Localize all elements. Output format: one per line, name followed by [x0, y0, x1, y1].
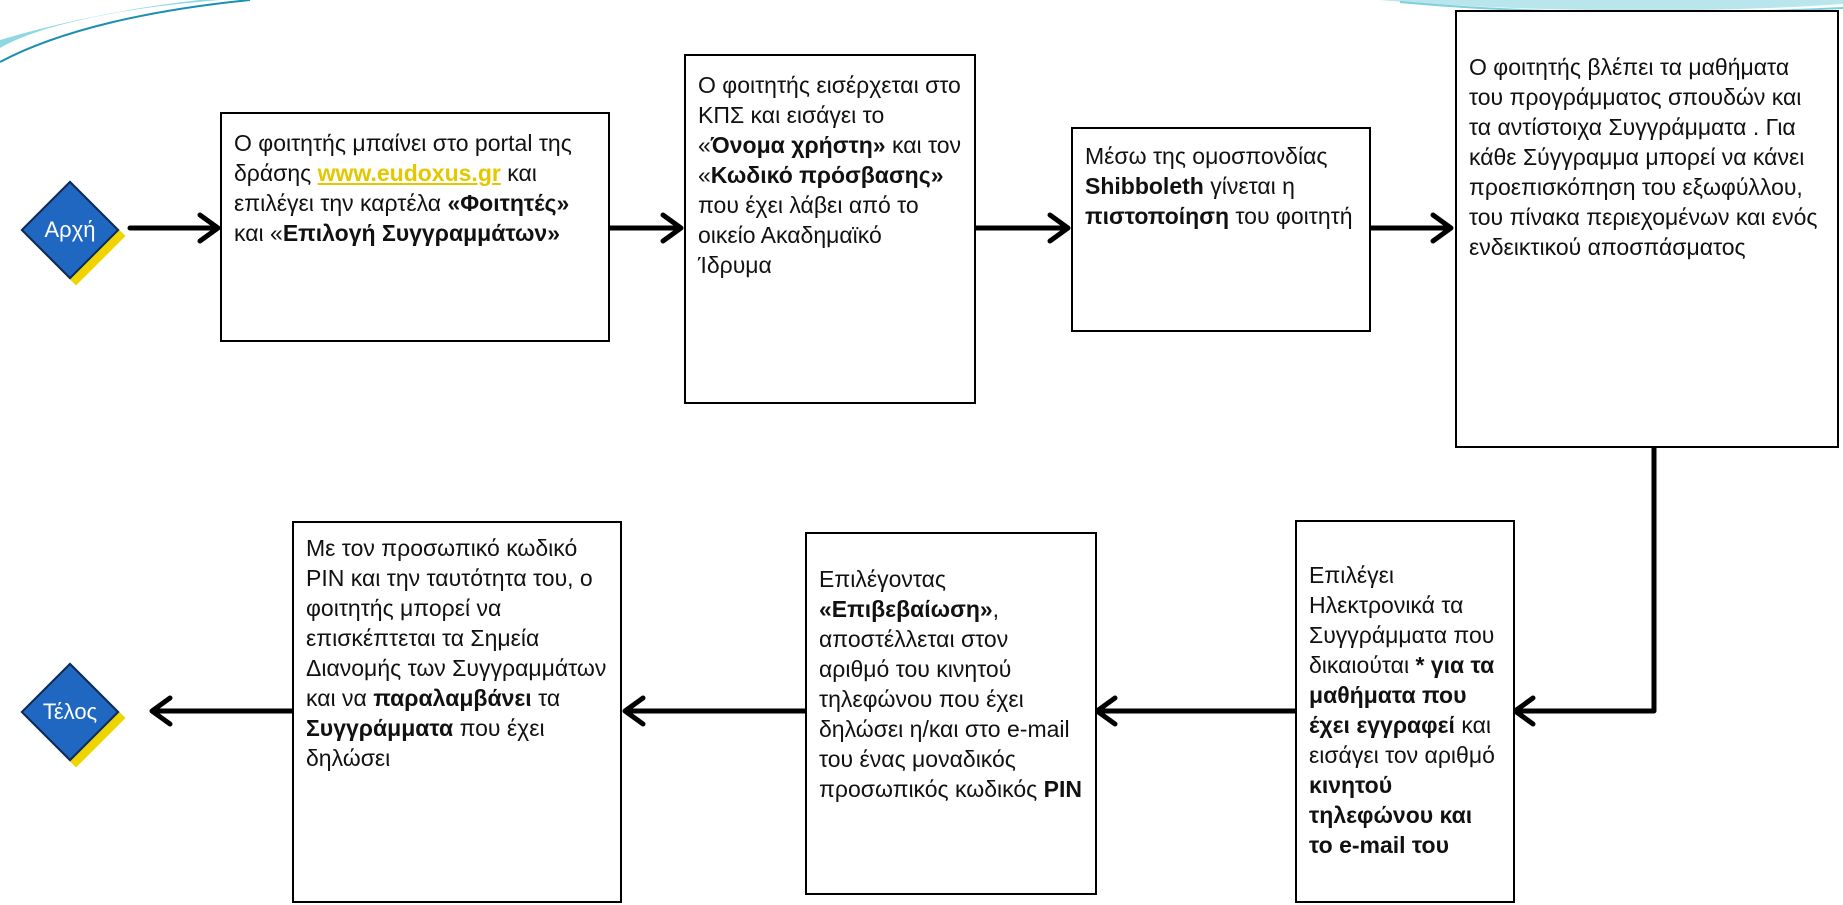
step-7-box: Με τον προσωπικό κωδικό PIN και την ταυτ…: [292, 521, 622, 903]
step-5-text: Επιλέγει Ηλεκτρονικά τα Συγγράμματα που …: [1309, 562, 1495, 858]
step-4-text: Ο φοιτητής βλέπει τα μαθήματα του προγρά…: [1469, 54, 1818, 260]
eudoxus-link[interactable]: www.eudoxus.gr: [317, 160, 501, 186]
step-2-box: Ο φοιτητής εισέρχεται στο ΚΠΣ και εισάγε…: [684, 54, 976, 404]
arrowhead: [1430, 212, 1454, 244]
step-3-box: Μέσω της ομοσπονδίας Shibboleth γίνεται …: [1071, 127, 1371, 332]
step-7-text: Με τον προσωπικό κωδικό PIN και την ταυτ…: [306, 535, 607, 771]
end-label: Τέλος: [42, 699, 98, 724]
arrowhead: [1094, 695, 1118, 727]
step-4-box: Ο φοιτητής βλέπει τα μαθήματα του προγρά…: [1455, 10, 1839, 448]
step-1-box: Ο φοιτητής μπαίνει στο portal της δράσης…: [220, 112, 610, 342]
start-node: Αρχή: [20, 180, 126, 286]
connector-step4-to-step5: [1515, 445, 1657, 714]
arrowhead: [1047, 212, 1071, 244]
start-label: Αρχή: [44, 217, 96, 242]
arrowhead: [149, 695, 173, 727]
step-3-text: Μέσω της ομοσπονδίας Shibboleth γίνεται …: [1085, 143, 1353, 229]
step-5-box: Επιλέγει Ηλεκτρονικά τα Συγγράμματα που …: [1295, 520, 1515, 903]
step-6-text: Επιλέγοντας «Επιβεβαίωση», αποστέλλεται …: [819, 566, 1082, 802]
arrowhead: [622, 695, 646, 727]
arrowhead: [1512, 695, 1536, 727]
arrowhead: [660, 212, 684, 244]
top-right-swoosh: [1380, 0, 1843, 11]
top-left-swoosh-line: [0, 0, 251, 63]
step-6-box: Επιλέγοντας «Επιβεβαίωση», αποστέλλεται …: [805, 532, 1097, 895]
end-node: Τέλος: [20, 662, 126, 768]
step-2-text: Ο φοιτητής εισέρχεται στο ΚΠΣ και εισάγε…: [698, 72, 962, 278]
arrowhead: [197, 212, 221, 244]
step-1-text: Ο φοιτητής μπαίνει στο portal της δράσης…: [234, 130, 572, 246]
